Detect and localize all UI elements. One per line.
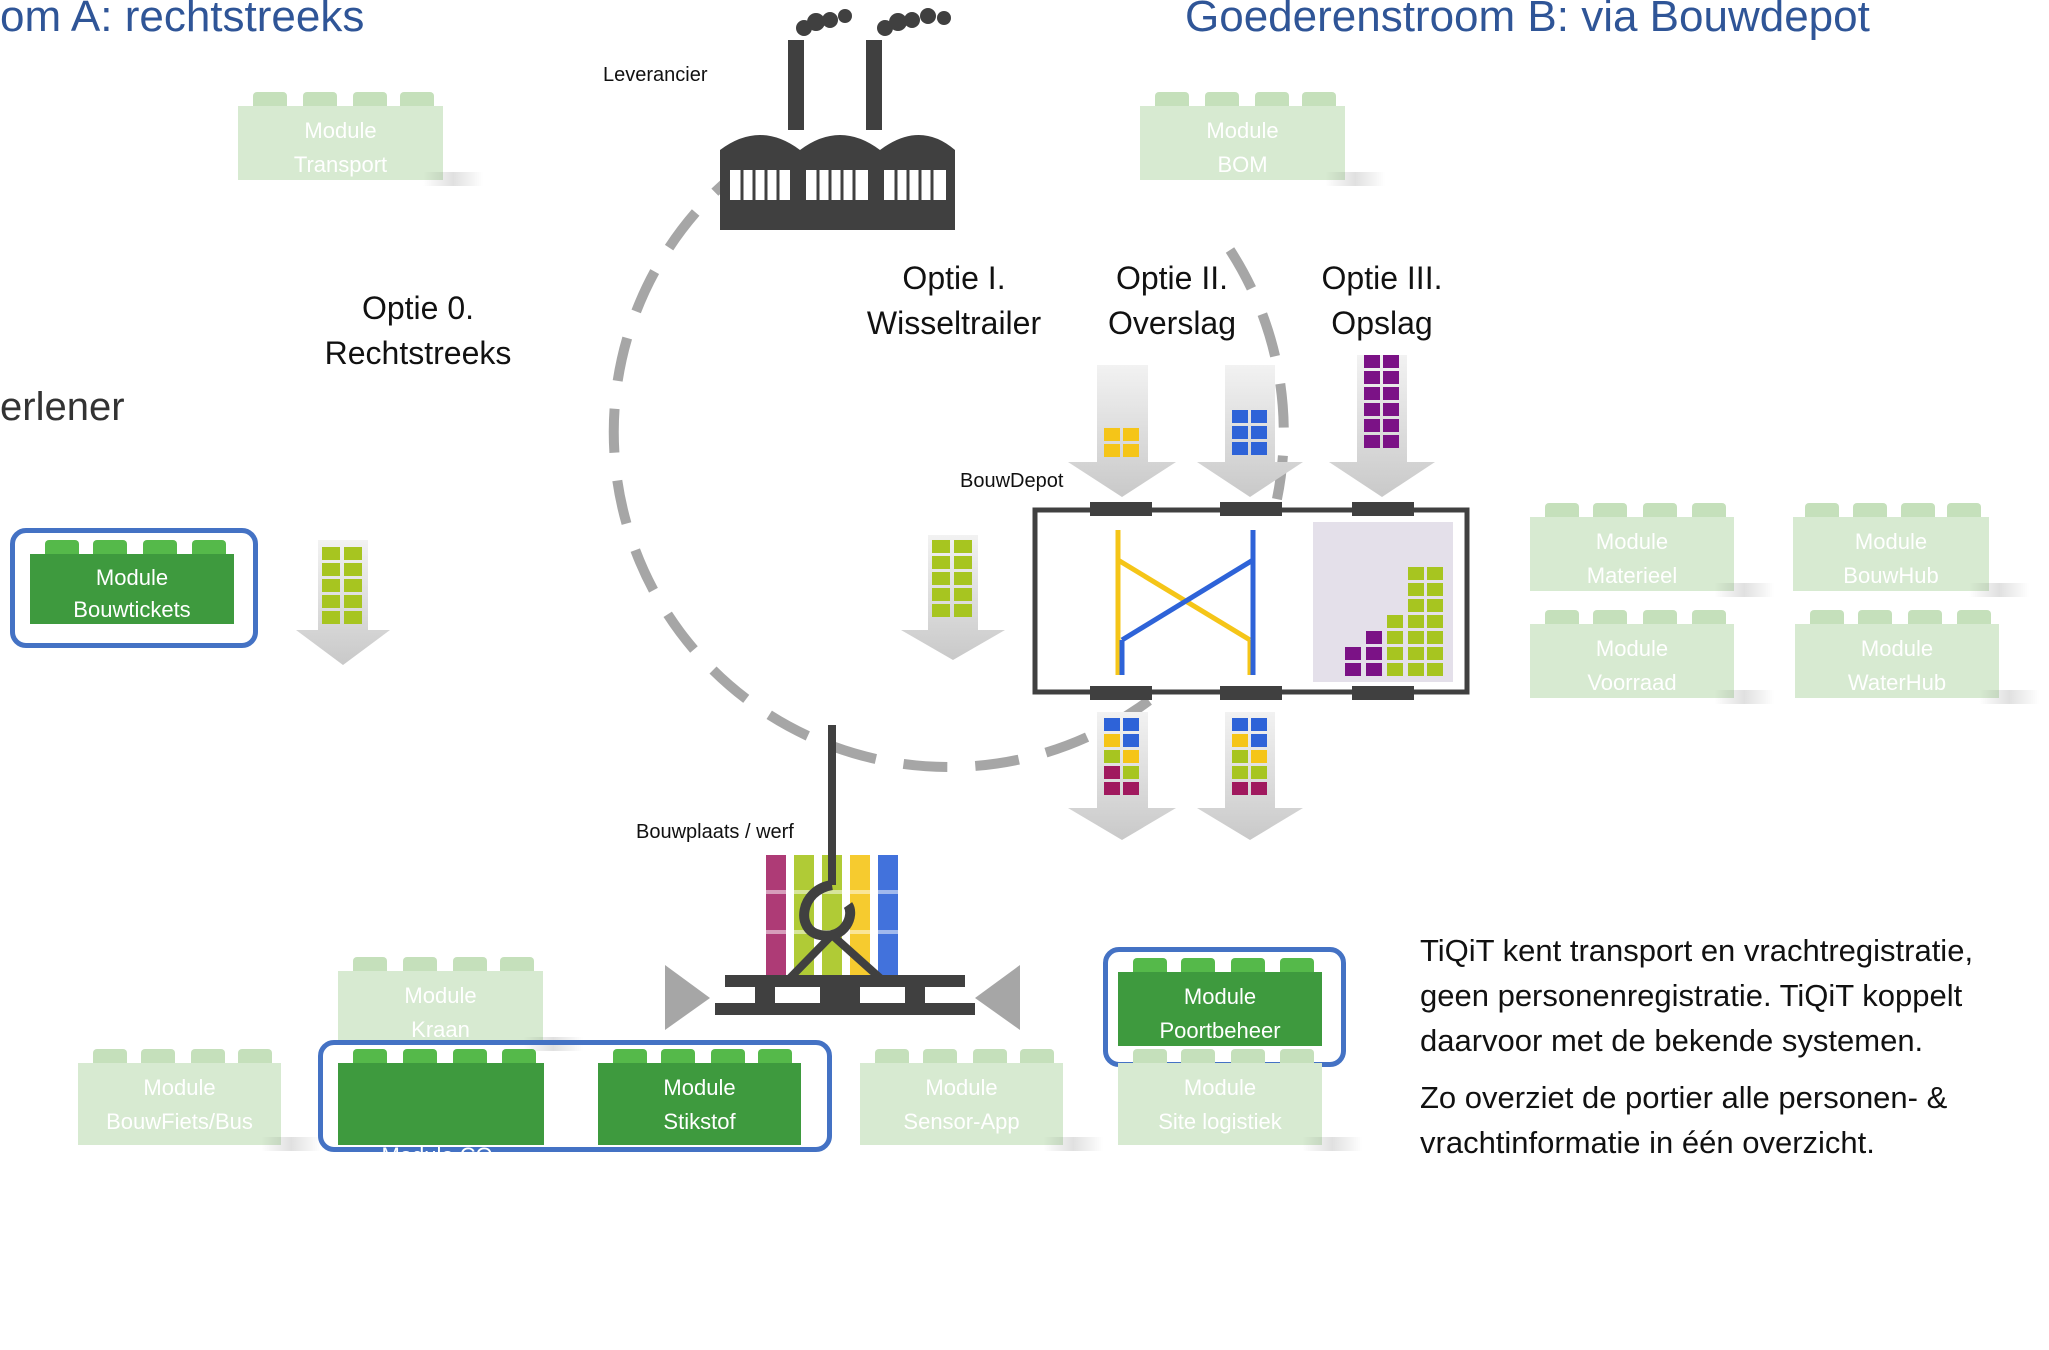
module-bouwtickets-label: Module Bouwtickets xyxy=(73,565,191,622)
arrow-option-2b-in xyxy=(1197,365,1303,497)
module-sensor-app[interactable]: Module Sensor-App xyxy=(860,1049,1103,1151)
header-stream-b: Goederenstroom B: via Bouwdepot xyxy=(1185,0,1870,41)
module-materieel-label: Module Materieel xyxy=(1586,529,1678,588)
arrow-option-1 xyxy=(901,535,1005,660)
module-sensor-app-label: Module Sensor-App xyxy=(903,1075,1020,1134)
label-supplier: Leverancier xyxy=(603,64,708,86)
option-1-label: Optie I. Wisseltrailer xyxy=(850,256,1058,346)
module-transport[interactable]: Module Transport xyxy=(238,92,483,186)
arrow-head-right xyxy=(975,965,1020,1030)
module-voorraad[interactable]: Module Voorraad xyxy=(1530,610,1774,704)
module-co2-line2: (BREEAM e.d.) xyxy=(365,1252,517,1278)
module-co2-subscript: 2 xyxy=(492,1155,501,1172)
module-site-logistiek-label: Module Site logistiek xyxy=(1158,1075,1282,1134)
module-co2-label: Module CO2 (BREEAM e.d.) xyxy=(338,1071,544,1350)
label-bouwdepot: BouwDepot xyxy=(960,470,1064,492)
header-stream-a: om A: rechtstreeks xyxy=(0,0,365,41)
flow-circle-dashed xyxy=(608,166,1289,772)
arrow-option-0 xyxy=(296,540,390,665)
option-1-line1: Optie I. xyxy=(902,260,1006,296)
factory-icon xyxy=(720,8,955,230)
note-line-2: geen personenregistratie. TiQiT koppelt xyxy=(1420,978,1963,1013)
arrow-out-1 xyxy=(1068,712,1176,840)
module-waterhub-label: Module WaterHub xyxy=(1847,636,1947,695)
arrow-head-left xyxy=(665,965,710,1030)
module-bouwfiets-bus[interactable]: Module BouwFiets/Bus xyxy=(78,1049,321,1151)
note-line-4: Zo overziet de portier alle personen- & xyxy=(1420,1080,1948,1115)
module-bouwtickets[interactable]: Module Bouwtickets xyxy=(30,540,234,624)
module-bom[interactable]: Module BOM xyxy=(1140,92,1385,186)
module-transport-label: Module Transport xyxy=(293,118,388,177)
option-3-label: Optie III. Opslag xyxy=(1282,256,1482,346)
highlight-bouwtickets xyxy=(10,528,258,648)
bouwdepot-box xyxy=(1032,502,1470,700)
module-bouwhub[interactable]: Module BouwHub xyxy=(1793,503,2029,597)
left-fragment-text: erlener xyxy=(0,385,125,429)
module-site-logistiek[interactable]: Module Site logistiek xyxy=(1118,1049,1362,1151)
module-bom-label: Module BOM xyxy=(1206,118,1279,177)
note-line-1: TiQiT kent transport en vrachtregistrati… xyxy=(1420,933,1974,968)
note-line-3: daarvoor met de bekende systemen. xyxy=(1420,1023,1924,1058)
option-0-line1: Optie 0. xyxy=(361,290,475,326)
option-0-line2: Rechtstreeks xyxy=(324,335,512,371)
module-kraan-label: Module Kraan xyxy=(404,983,477,1042)
logistics-diagram: om A: rechtstreeks Goederenstroom B: via… xyxy=(0,0,2039,1277)
module-waterhub[interactable]: Module WaterHub xyxy=(1795,610,2039,704)
module-poortbeheer-label: Module Poortbeheer xyxy=(1159,984,1281,1043)
option-2-label: Optie II. Overslag xyxy=(1072,256,1272,346)
module-kraan[interactable]: Module Kraan xyxy=(338,957,583,1051)
label-construction-site: Bouwplaats / werf xyxy=(636,821,794,843)
module-bouwfiets-bus-label: Module BouwFiets/Bus xyxy=(106,1075,253,1134)
module-stikstof-label: Module Stikstof xyxy=(663,1075,736,1134)
arrow-option-2-in xyxy=(1068,365,1176,497)
diagram-graphics xyxy=(296,8,1470,1030)
module-bouwhub-label: Module BouwHub xyxy=(1843,529,1939,588)
option-2-line2: Overslag xyxy=(1107,305,1237,341)
note-line-5: vrachtinformatie in één overzicht. xyxy=(1420,1125,1875,1160)
option-3-line2: Opslag xyxy=(1331,305,1433,341)
module-voorraad-label: Module Voorraad xyxy=(1587,636,1677,695)
module-co2[interactable]: Module CO2 (BREEAM e.d.) xyxy=(338,1049,544,1277)
arrow-option-3-in xyxy=(1329,355,1435,497)
option-3-line1: Optie III. xyxy=(1321,260,1443,296)
module-materieel[interactable]: Module Materieel xyxy=(1530,503,1774,597)
option-2-line1: Optie II. xyxy=(1115,260,1229,296)
module-co2-main: Module CO xyxy=(381,1143,493,1168)
option-1-line2: Wisseltrailer xyxy=(866,305,1042,341)
module-poortbeheer[interactable]: Module Poortbeheer xyxy=(1118,958,1322,1046)
construction-site-icon xyxy=(715,725,975,1015)
module-stikstof[interactable]: Module Stikstof xyxy=(598,1049,801,1145)
arrow-out-2 xyxy=(1197,712,1303,840)
option-0-label: Optie 0. Rechtstreeks xyxy=(318,286,518,376)
